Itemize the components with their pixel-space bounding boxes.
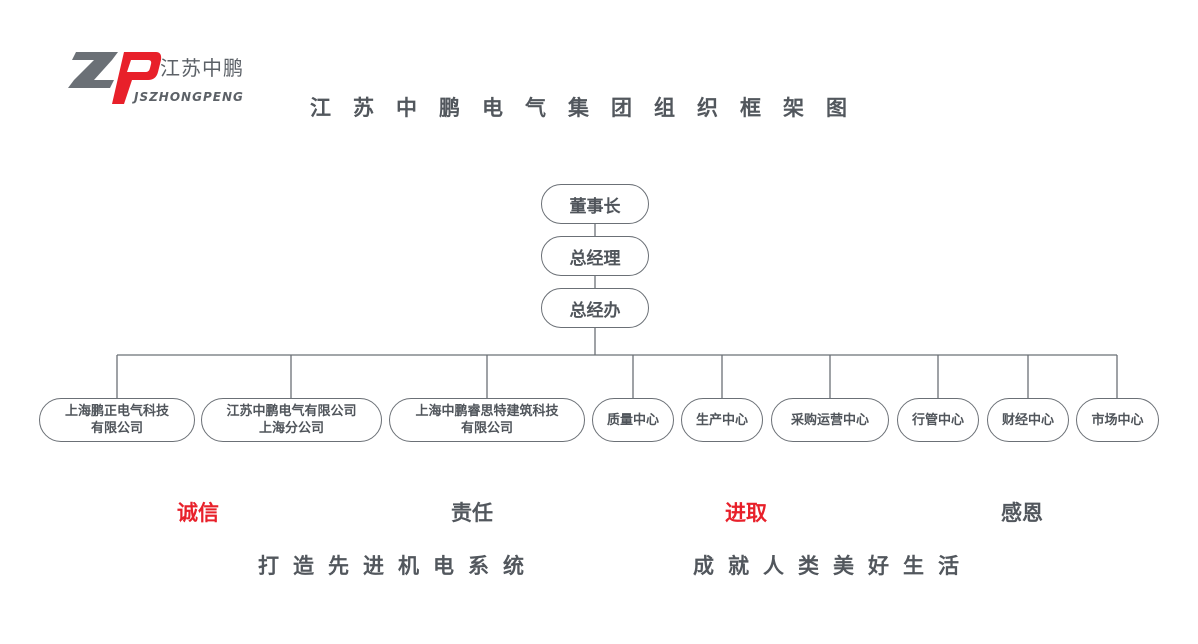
- value-gratitude: 感恩: [1001, 501, 1043, 525]
- dept-node-admin: 行管中心: [897, 398, 979, 442]
- value-responsibility: 责任: [451, 501, 493, 525]
- dept-node-pengzheng: 上海鹏正电气科技有限公司: [39, 398, 195, 442]
- node-gm-office: 总经办: [541, 288, 649, 328]
- dept-node-shanghai-branch: 江苏中鹏电气有限公司上海分公司: [201, 398, 382, 442]
- logo-english-name: JSZHONGPENG: [134, 90, 244, 104]
- dept-line2: 有限公司: [460, 421, 513, 436]
- slogan-left: 打造先进机电系统: [258, 554, 538, 578]
- dept-node-quality: 质量中心: [592, 398, 674, 442]
- slogan-right: 成就人类美好生活: [693, 554, 973, 578]
- dept-node-marketing: 市场中心: [1076, 398, 1159, 442]
- dept-line2: 有限公司: [90, 421, 143, 436]
- logo-chinese-name: 江苏中鹏: [160, 56, 244, 80]
- company-logo: 江苏中鹏 JSZHONGPENG: [68, 46, 268, 112]
- page-title: 江苏中鹏电气集团组织框架图: [310, 96, 869, 120]
- dept-node-procurement: 采购运营中心: [771, 398, 889, 442]
- node-chairman: 董事长: [541, 184, 649, 224]
- dept-line1: 江苏中鹏电气有限公司: [226, 404, 357, 419]
- dept-line1: 上海中鹏睿思特建筑科技: [415, 404, 559, 419]
- dept-node-finance: 财经中心: [987, 398, 1069, 442]
- dept-node-production: 生产中心: [681, 398, 763, 442]
- dept-line2: 上海分公司: [258, 421, 324, 436]
- value-enterprise: 进取: [725, 501, 767, 525]
- zp-logo-icon: [68, 52, 162, 104]
- node-general-manager: 总经理: [541, 236, 649, 276]
- value-integrity: 诚信: [177, 501, 219, 525]
- dept-node-ruisite: 上海中鹏睿思特建筑科技有限公司: [389, 398, 585, 442]
- dept-line1: 上海鹏正电气科技: [64, 404, 169, 419]
